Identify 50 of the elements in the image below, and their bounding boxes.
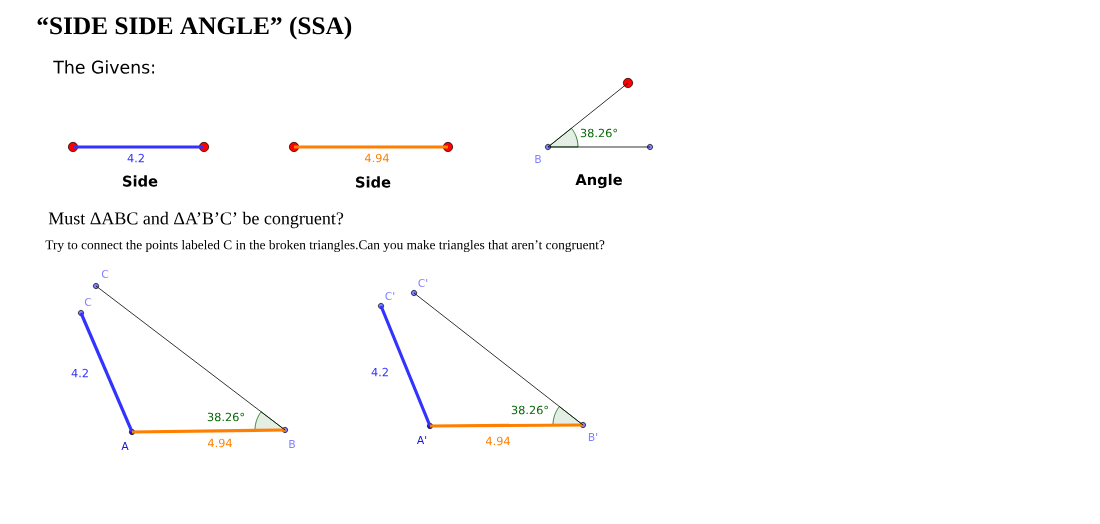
label: Angle [575, 173, 622, 189]
label: Side [356, 176, 391, 188]
segment [73, 145, 204, 149]
segment [547, 146, 651, 148]
segment [413, 292, 584, 426]
point [282, 427, 288, 433]
segment [430, 423, 583, 428]
point [545, 144, 551, 150]
point-label: B' [588, 433, 598, 441]
point [199, 142, 209, 152]
segment [294, 145, 448, 149]
point [289, 142, 299, 152]
length-label: 4.94 [485, 436, 510, 446]
point [623, 78, 633, 88]
point [443, 142, 453, 152]
label: The Givens: [53, 60, 155, 74]
point-label: A' [417, 436, 427, 444]
segment [95, 285, 286, 431]
length-label: 4.2 [127, 153, 144, 163]
point-label: B [535, 155, 541, 163]
point [427, 423, 433, 429]
label: 38.26° [207, 412, 244, 422]
point-label: A [121, 442, 129, 450]
segment [132, 428, 286, 434]
point [411, 290, 417, 296]
label: Try to connect the points labeled C in the broken triangles.Can you make triangles that aren’t congruent? [45, 239, 605, 253]
segment [379, 305, 432, 427]
title: “SIDE SIDE ANGLE” (SSA) [37, 16, 352, 40]
length-label: 4.2 [371, 367, 388, 377]
label: 38.26° [580, 128, 617, 138]
length-label: 4.94 [207, 438, 232, 448]
point-label: B [289, 440, 295, 448]
point-label: C' [385, 291, 395, 300]
point-label: C [84, 297, 92, 306]
label: Side [123, 175, 158, 187]
point [93, 283, 99, 289]
point [78, 310, 84, 316]
point-label: C' [418, 278, 428, 287]
point [580, 422, 586, 428]
point [129, 429, 135, 435]
length-label: 4.2 [71, 368, 88, 378]
segment [79, 312, 134, 433]
label: 38.26° [511, 405, 548, 415]
point-label: C [101, 269, 109, 278]
point [378, 303, 384, 309]
point [68, 142, 78, 152]
length-label: 4.94 [364, 153, 389, 163]
label: Must ΔABC and ΔA’B’C’ be congruent? [48, 211, 344, 229]
point [647, 144, 653, 150]
segment [547, 82, 629, 148]
